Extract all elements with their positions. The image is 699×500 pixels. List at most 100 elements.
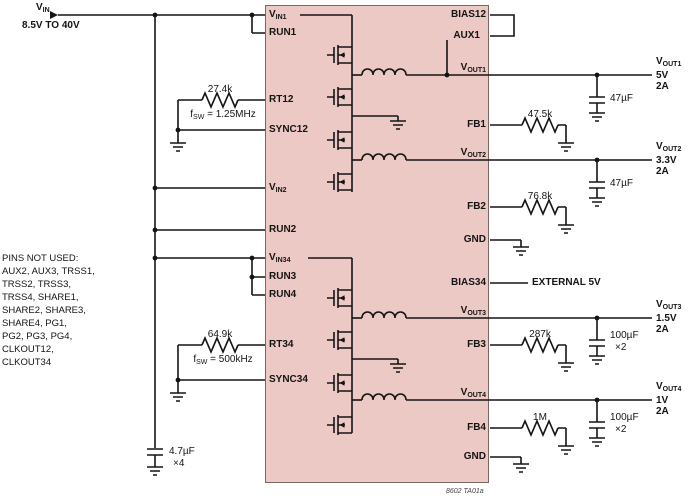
mosfet-icon	[326, 372, 353, 394]
pin-bias34: BIAS34	[450, 277, 486, 288]
output2-name-label: VOUT2	[656, 141, 682, 153]
rt34-value-label: 64.9k	[207, 329, 233, 340]
capacitor-icon	[588, 339, 606, 347]
gnd34-wire	[490, 456, 530, 473]
arrow-icon	[50, 11, 58, 19]
capacitor-icon	[588, 181, 606, 189]
pin-vout2: VOUT2	[460, 147, 486, 159]
pins-not-used-line: PINS NOT USED:	[2, 253, 79, 264]
ground-icon	[557, 442, 575, 455]
pin-vout1: VOUT1	[460, 62, 486, 74]
pin-vin34: VIN34	[269, 252, 291, 264]
inductor-icon	[361, 68, 407, 76]
output2-current-label: 2A	[656, 166, 669, 177]
ground-icon	[146, 463, 164, 476]
fb3-network	[490, 337, 575, 372]
gnd12-wire	[490, 239, 530, 256]
pin-vout3: VOUT3	[460, 305, 486, 317]
mosfet-icon	[326, 329, 353, 351]
cout4-value-label: 100µF	[610, 412, 639, 423]
pins-not-used-line: SHARE4, PG1,	[2, 318, 67, 329]
rt34-freq-label: fSW = 500kHz	[193, 354, 253, 366]
output4-voltage-label: 1V	[656, 395, 669, 406]
pin-gnd12: GND	[463, 234, 486, 245]
pins-not-used-line: TRSS4, SHARE1,	[2, 292, 79, 303]
capacitor-icon	[588, 96, 606, 104]
ic-block	[265, 5, 489, 483]
cin-network	[146, 448, 164, 476]
pin-gnd34: GND	[463, 451, 486, 462]
ground-icon	[169, 389, 187, 402]
input-name-label: VIN	[36, 2, 50, 14]
pins-not-used-line: TRSS2, TRSS3,	[2, 279, 71, 290]
fb3-value-label: 287k	[529, 329, 551, 340]
rt12-freq-label: fSW = 1.25MHz	[190, 109, 256, 121]
ground-icon	[389, 360, 407, 373]
pin-vin2: VIN2	[269, 182, 287, 194]
pin-fb4: FB4	[467, 422, 486, 433]
output2-voltage-label: 3.3V	[656, 155, 677, 166]
output1-voltage-label: 5V	[656, 70, 669, 81]
inductor-icon	[361, 153, 407, 161]
output4-current-label: 2A	[656, 406, 669, 417]
pin-run1: RUN1	[269, 27, 297, 38]
cout3-qty-label: ×2	[615, 342, 627, 353]
vout4-network	[490, 397, 652, 447]
pin-run3: RUN3	[269, 271, 297, 282]
ground-icon	[557, 359, 575, 372]
cout1-value-label: 47µF	[610, 93, 633, 104]
output3-voltage-label: 1.5V	[656, 313, 677, 324]
pins-not-used-line: CLKOUT34	[2, 357, 52, 368]
mosfet-icon	[326, 86, 353, 108]
input-range-label: 8.5V TO 40V	[22, 20, 80, 31]
output1-name-label: VOUT1	[656, 56, 682, 68]
output4-label: VOUT4 1V 2A	[656, 381, 681, 417]
rt12-value-label: 27.4k	[207, 84, 233, 95]
pin-rt12: RT12	[269, 94, 294, 105]
ground-icon	[169, 139, 187, 152]
ground-icon	[389, 117, 407, 130]
output3-name-label: VOUT3	[656, 299, 682, 311]
cin-value-label: 4.7µF	[169, 446, 195, 457]
pins-not-used-line: AUX2, AUX3, TRSS1,	[2, 266, 95, 277]
fb4-value-label: 1M	[533, 412, 547, 423]
fb4-network	[490, 420, 575, 455]
cout4-qty-label: ×2	[615, 424, 627, 435]
junction-dot	[444, 72, 450, 78]
vout1-network	[490, 72, 652, 122]
bias34-source-label: EXTERNAL 5V	[532, 277, 601, 288]
pin-sync34: SYNC34	[269, 374, 308, 385]
output1-current-label: 2A	[656, 81, 669, 92]
junction-dots	[152, 12, 255, 383]
vout2-network	[490, 157, 652, 207]
capacitor-icon	[146, 448, 164, 456]
ground-icon	[512, 460, 530, 473]
cout2-value-label: 47µF	[610, 178, 633, 189]
mosfet-icon	[326, 414, 353, 436]
ground-icon	[588, 109, 606, 122]
pin-bias12: BIAS12	[450, 9, 486, 20]
bias12-aux1-wire	[444, 14, 515, 78]
pin-fb2: FB2	[467, 201, 486, 212]
pins-not-used-line: PG2, PG3, PG4,	[2, 331, 73, 342]
power-stage-34	[308, 257, 490, 436]
vout3-network	[490, 315, 652, 365]
wire-run1	[251, 15, 265, 34]
fb2-value-label: 76.8k	[527, 191, 553, 202]
pin-sync12: SYNC12	[269, 124, 308, 135]
capacitor-icon	[588, 421, 606, 429]
output4-name-label: VOUT4	[656, 381, 682, 393]
output1-label: VOUT1 5V 2A	[656, 56, 681, 92]
pins-not-used-line: CLKOUT12,	[2, 344, 54, 355]
fb1-value-label: 47.5k	[527, 109, 553, 120]
pin-rt34: RT34	[269, 339, 294, 350]
power-stage-12	[300, 14, 490, 193]
mosfet-icon	[326, 129, 353, 151]
fb1-network	[490, 117, 575, 152]
mosfet-icon	[326, 171, 353, 193]
pin-fb1: FB1	[467, 119, 486, 130]
rt34-network	[169, 337, 265, 402]
mosfet-icon	[326, 287, 353, 309]
